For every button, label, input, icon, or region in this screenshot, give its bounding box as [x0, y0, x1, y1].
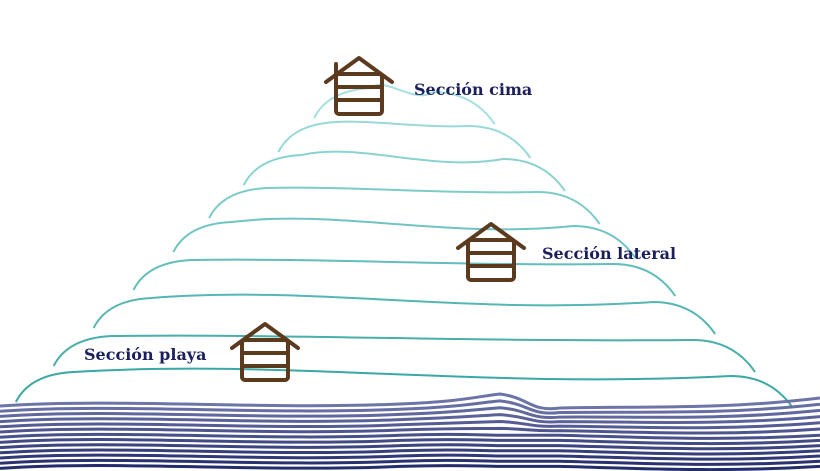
- sea-line: [0, 453, 820, 461]
- hill-contours: [15, 83, 794, 409]
- label-beach-section: Sección playa: [84, 345, 207, 364]
- sea-line: [0, 426, 820, 435]
- sea-line: [0, 419, 820, 430]
- house-icon: [324, 56, 394, 116]
- sea-lines: [0, 392, 820, 471]
- label-summit-section: Sección cima: [414, 80, 533, 99]
- contour-line: [172, 217, 637, 259]
- contour-line: [15, 367, 794, 409]
- sea-line: [0, 406, 820, 420]
- sea-line: [0, 432, 820, 440]
- sea-line: [0, 413, 820, 424]
- sea-line: [0, 438, 820, 446]
- contour-line: [52, 334, 756, 373]
- sea-line: [0, 464, 820, 471]
- contour-line: [277, 120, 532, 159]
- sea-line: [0, 443, 820, 451]
- sea-line: [0, 399, 820, 415]
- contour-line: [92, 293, 716, 335]
- contour-line: [242, 150, 566, 192]
- contour-line: [208, 186, 601, 225]
- sea-line: [0, 392, 820, 411]
- sea-line: [0, 458, 820, 466]
- house-icon: [230, 322, 300, 382]
- sea-line: [0, 448, 820, 456]
- house-icon: [456, 222, 526, 282]
- contour-line: [132, 258, 677, 297]
- label-side-section: Sección lateral: [542, 244, 677, 263]
